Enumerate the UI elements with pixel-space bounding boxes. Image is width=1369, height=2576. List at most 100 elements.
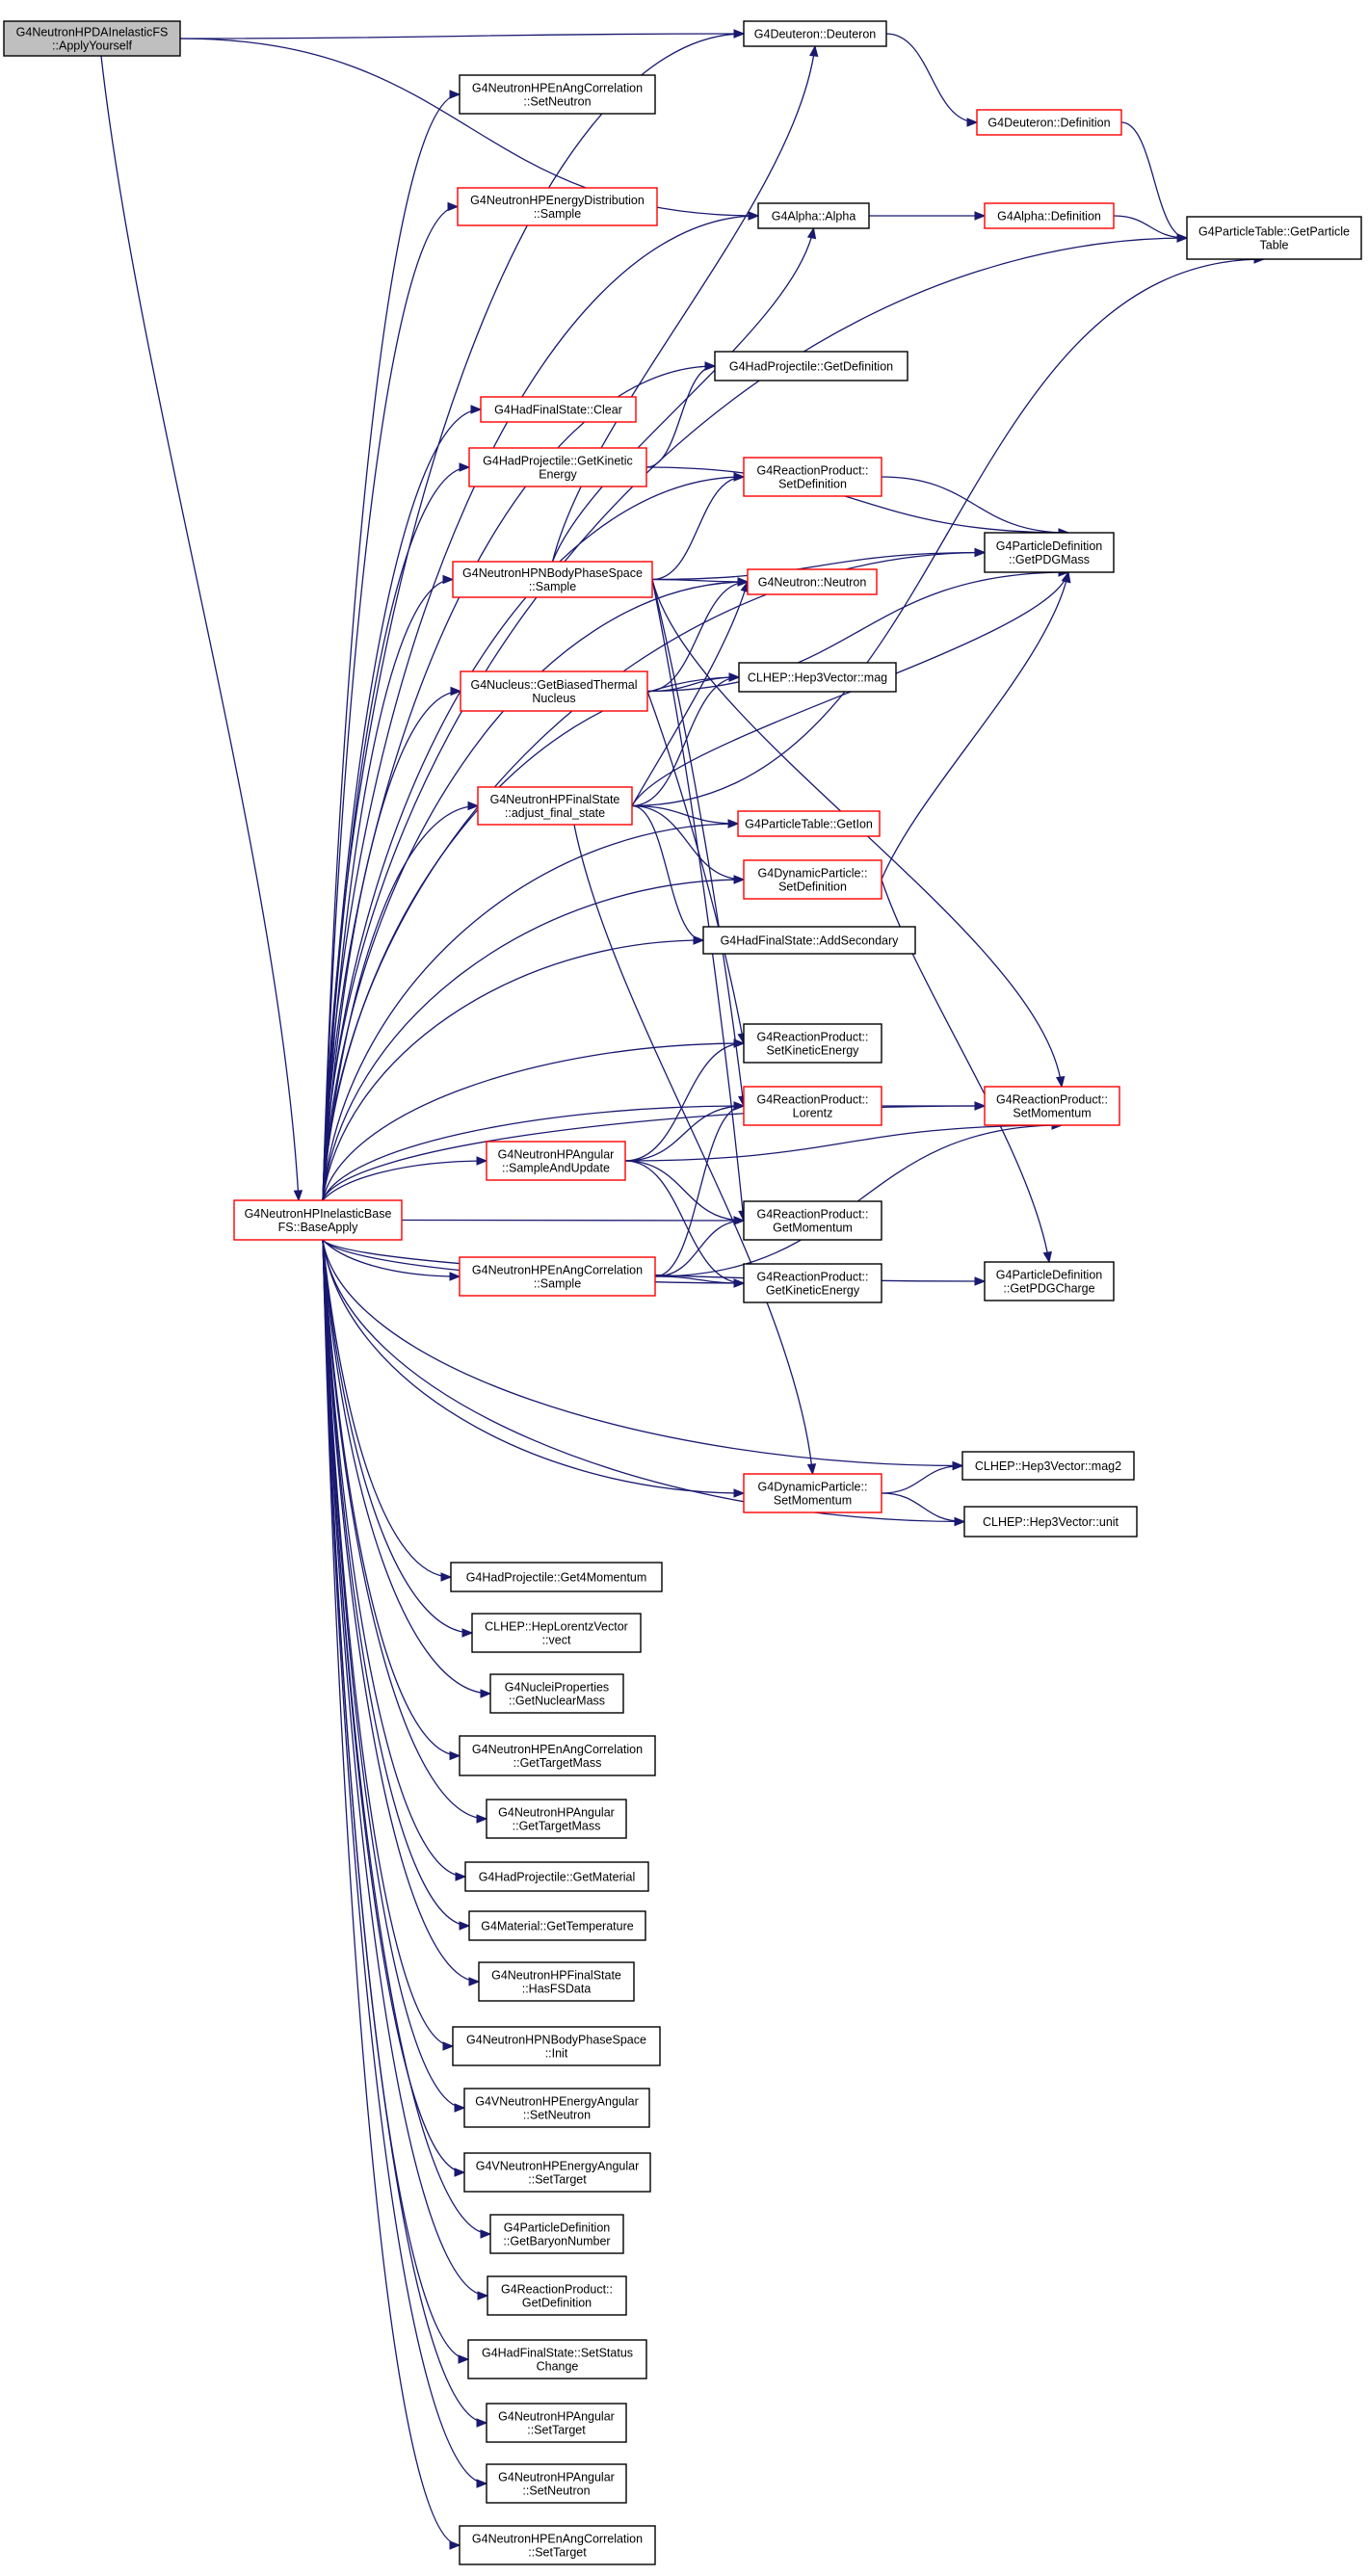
node-box[interactable]	[468, 447, 647, 487]
node-box[interactable]	[737, 810, 881, 837]
node-box[interactable]	[963, 1506, 1138, 1538]
node-box[interactable]	[477, 786, 633, 826]
node-box[interactable]	[459, 74, 656, 115]
node-rp_setke[interactable]: G4ReactionProduct::SetKineticEnergy	[743, 1023, 882, 1064]
node-dp_setdef[interactable]: G4DynamicParticle::SetDefinition	[743, 859, 882, 900]
node-box[interactable]	[478, 1961, 635, 2002]
node-box[interactable]	[702, 926, 916, 955]
node-box[interactable]	[464, 1861, 649, 1892]
node-box[interactable]	[3, 20, 181, 57]
node-pdef_mass[interactable]: G4ParticleDefinition::GetPDGMass	[984, 532, 1115, 573]
node-rp_getdef[interactable]: G4ReactionProduct::GetDefinition	[487, 2275, 627, 2316]
node-box[interactable]	[486, 2403, 627, 2443]
node-box[interactable]	[747, 568, 878, 595]
node-dp_setmom[interactable]: G4DynamicParticle::SetMomentum	[743, 1473, 882, 1513]
node-rp_getmom[interactable]: G4ReactionProduct::GetMomentum	[743, 1200, 882, 1241]
node-box[interactable]	[463, 2152, 651, 2193]
node-box[interactable]	[743, 457, 882, 497]
node-hp_get4mom[interactable]: G4HadProjectile::Get4Momentum	[450, 1562, 663, 1592]
node-box[interactable]	[743, 20, 887, 47]
node-box[interactable]	[984, 1086, 1120, 1126]
node-neutron[interactable]: G4Neutron::Neutron	[747, 568, 878, 595]
node-box[interactable]	[984, 1261, 1115, 1301]
node-box[interactable]	[459, 1256, 656, 1297]
node-edist[interactable]: G4NeutronHPEnergyDistribution::Sample	[457, 187, 658, 226]
node-hfs_clear[interactable]: G4HadFinalState::Clear	[480, 396, 637, 423]
node-adjust[interactable]: G4NeutronHPFinalState::adjust_final_stat…	[477, 786, 633, 826]
node-ang_sett[interactable]: G4NeutronHPAngular::SetTarget	[486, 2403, 627, 2443]
node-fs_hasdata[interactable]: G4NeutronHPFinalState::HasFSData	[478, 1961, 635, 2002]
node-box[interactable]	[457, 187, 658, 226]
node-angcorr_setn[interactable]: G4NeutronHPEnAngCorrelation::SetNeutron	[459, 74, 656, 115]
node-rp_lorentz[interactable]: G4ReactionProduct::Lorentz	[743, 1086, 882, 1126]
node-box[interactable]	[489, 1673, 624, 1714]
node-box[interactable]	[452, 561, 653, 598]
node-getion[interactable]: G4ParticleTable::GetIon	[737, 810, 881, 837]
node-vea_setn[interactable]: G4VNeutronHPEnergyAngular::SetNeutron	[463, 2088, 650, 2128]
node-ang_tm[interactable]: G4NeutronHPAngular::GetTargetMass	[486, 1799, 627, 1839]
node-box[interactable]	[961, 1451, 1135, 1481]
node-box[interactable]	[450, 1562, 663, 1592]
node-box[interactable]	[743, 859, 882, 900]
node-hep3mag[interactable]: CLHEP::Hep3Vector::mag	[738, 662, 897, 693]
node-box[interactable]	[460, 670, 648, 712]
node-hp_getke[interactable]: G4HadProjectile::GetKineticEnergy	[468, 447, 647, 487]
node-lv_vect[interactable]: CLHEP::HepLorentzVector::vect	[471, 1613, 642, 1653]
node-angcorr_sample[interactable]: G4NeutronHPEnAngCorrelation::Sample	[459, 1256, 656, 1297]
node-ang_setn[interactable]: G4NeutronHPAngular::SetNeutron	[486, 2463, 627, 2504]
node-hep3unit[interactable]: CLHEP::Hep3Vector::unit	[963, 1506, 1138, 1538]
node-vea_sett[interactable]: G4VNeutronHPEnergyAngular::SetTarget	[463, 2152, 651, 2193]
node-box[interactable]	[486, 2463, 627, 2504]
node-hp_getdef[interactable]: G4HadProjectile::GetDefinition	[714, 351, 908, 381]
node-alpha[interactable]: G4Alpha::Alpha	[757, 202, 870, 229]
node-box[interactable]	[487, 2275, 627, 2316]
node-hp_getmat[interactable]: G4HadProjectile::GetMaterial	[464, 1861, 649, 1892]
node-box[interactable]	[459, 2525, 656, 2565]
node-box[interactable]	[452, 2026, 661, 2066]
node-box[interactable]	[757, 202, 870, 229]
node-box[interactable]	[1186, 216, 1362, 260]
node-box[interactable]	[233, 1199, 403, 1241]
node-nucmass[interactable]: G4NucleiProperties::GetNuclearMass	[489, 1673, 624, 1714]
node-box[interactable]	[467, 2339, 647, 2379]
node-mat_temp[interactable]: G4Material::GetTemperature	[468, 1910, 646, 1941]
node-angcorr_sett[interactable]: G4NeutronHPEnAngCorrelation::SetTarget	[459, 2525, 656, 2565]
node-box[interactable]	[459, 1735, 656, 1776]
node-rp_getke[interactable]: G4ReactionProduct::GetKineticEnergy	[743, 1263, 882, 1303]
node-nbody_init[interactable]: G4NeutronHPNBodyPhaseSpace::Init	[452, 2026, 661, 2066]
node-box[interactable]	[984, 202, 1115, 229]
node-deut[interactable]: G4Deuteron::Deuteron	[743, 20, 887, 47]
node-box[interactable]	[743, 1200, 882, 1241]
node-box[interactable]	[480, 396, 637, 423]
node-hep3mag2[interactable]: CLHEP::Hep3Vector::mag2	[961, 1451, 1135, 1481]
node-deutdef[interactable]: G4Deuteron::Definition	[976, 109, 1122, 136]
node-box[interactable]	[486, 1141, 626, 1181]
node-apply[interactable]: G4NeutronHPDAInelasticFS::ApplyYourself	[3, 20, 181, 57]
node-box[interactable]	[471, 1613, 642, 1653]
node-box[interactable]	[463, 2088, 650, 2128]
node-box[interactable]	[976, 109, 1122, 136]
node-box[interactable]	[743, 1086, 882, 1126]
node-pdef_baryon[interactable]: G4ParticleDefinition::GetBaryonNumber	[489, 2214, 624, 2254]
node-box[interactable]	[984, 532, 1115, 573]
node-angcorr_tm[interactable]: G4NeutronHPEnAngCorrelation::GetTargetMa…	[459, 1735, 656, 1776]
node-ang_sau[interactable]: G4NeutronHPAngular::SampleAndUpdate	[486, 1141, 626, 1181]
node-box[interactable]	[486, 1799, 627, 1839]
node-box[interactable]	[743, 1473, 882, 1513]
node-nbody[interactable]: G4NeutronHPNBodyPhaseSpace::Sample	[452, 561, 653, 598]
node-box[interactable]	[468, 1910, 646, 1941]
node-box[interactable]	[738, 662, 897, 693]
node-rp_setmom[interactable]: G4ReactionProduct::SetMomentum	[984, 1086, 1120, 1126]
node-box[interactable]	[714, 351, 908, 381]
node-rp_setdef[interactable]: G4ReactionProduct::SetDefinition	[743, 457, 882, 497]
node-pdef_charge[interactable]: G4ParticleDefinition::GetPDGCharge	[984, 1261, 1115, 1301]
node-box[interactable]	[489, 2214, 624, 2254]
node-box[interactable]	[743, 1023, 882, 1064]
node-alphadef[interactable]: G4Alpha::Definition	[984, 202, 1115, 229]
node-addsec[interactable]: G4HadFinalState::AddSecondary	[702, 926, 916, 955]
node-box[interactable]	[743, 1263, 882, 1303]
